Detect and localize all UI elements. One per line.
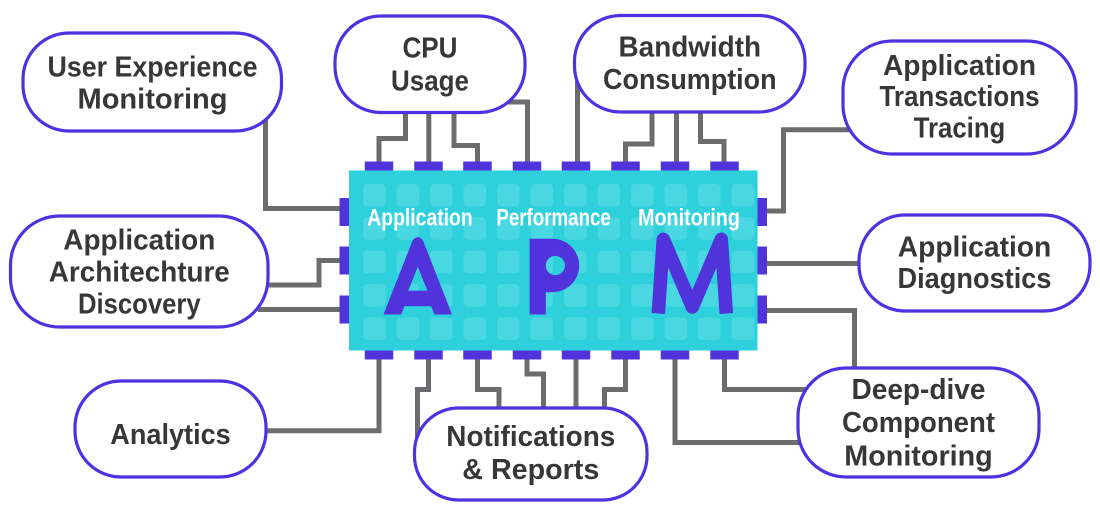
svg-text:User Experience: User Experience <box>48 52 258 84</box>
svg-text:Transactions: Transactions <box>880 81 1040 113</box>
svg-text:Notifications: Notifications <box>446 421 615 453</box>
svg-text:Consumption: Consumption <box>603 64 777 96</box>
svg-text:Application: Application <box>883 50 1036 82</box>
svg-text:Discovery: Discovery <box>78 289 201 321</box>
svg-text:Monitoring: Monitoring <box>844 440 993 472</box>
svg-text:Application: Application <box>63 224 215 256</box>
svg-text:Performance: Performance <box>496 205 611 232</box>
svg-text:Component: Component <box>842 407 995 439</box>
svg-text:Tracing: Tracing <box>914 113 1006 145</box>
svg-text:Application: Application <box>898 232 1052 264</box>
svg-text:Deep-dive: Deep-dive <box>852 374 986 406</box>
svg-text:Monitoring: Monitoring <box>78 84 228 116</box>
svg-text:Diagnostics: Diagnostics <box>898 263 1052 295</box>
svg-text:Monitoring: Monitoring <box>638 205 740 232</box>
svg-text:& Reports: & Reports <box>462 454 599 486</box>
svg-text:Analytics: Analytics <box>110 419 231 451</box>
svg-text:CPU: CPU <box>403 33 458 65</box>
svg-text:Bandwidth: Bandwidth <box>619 31 762 63</box>
svg-text:Usage: Usage <box>391 66 469 98</box>
svg-text:Architechture: Architechture <box>49 256 230 288</box>
svg-text:Application: Application <box>367 205 472 232</box>
